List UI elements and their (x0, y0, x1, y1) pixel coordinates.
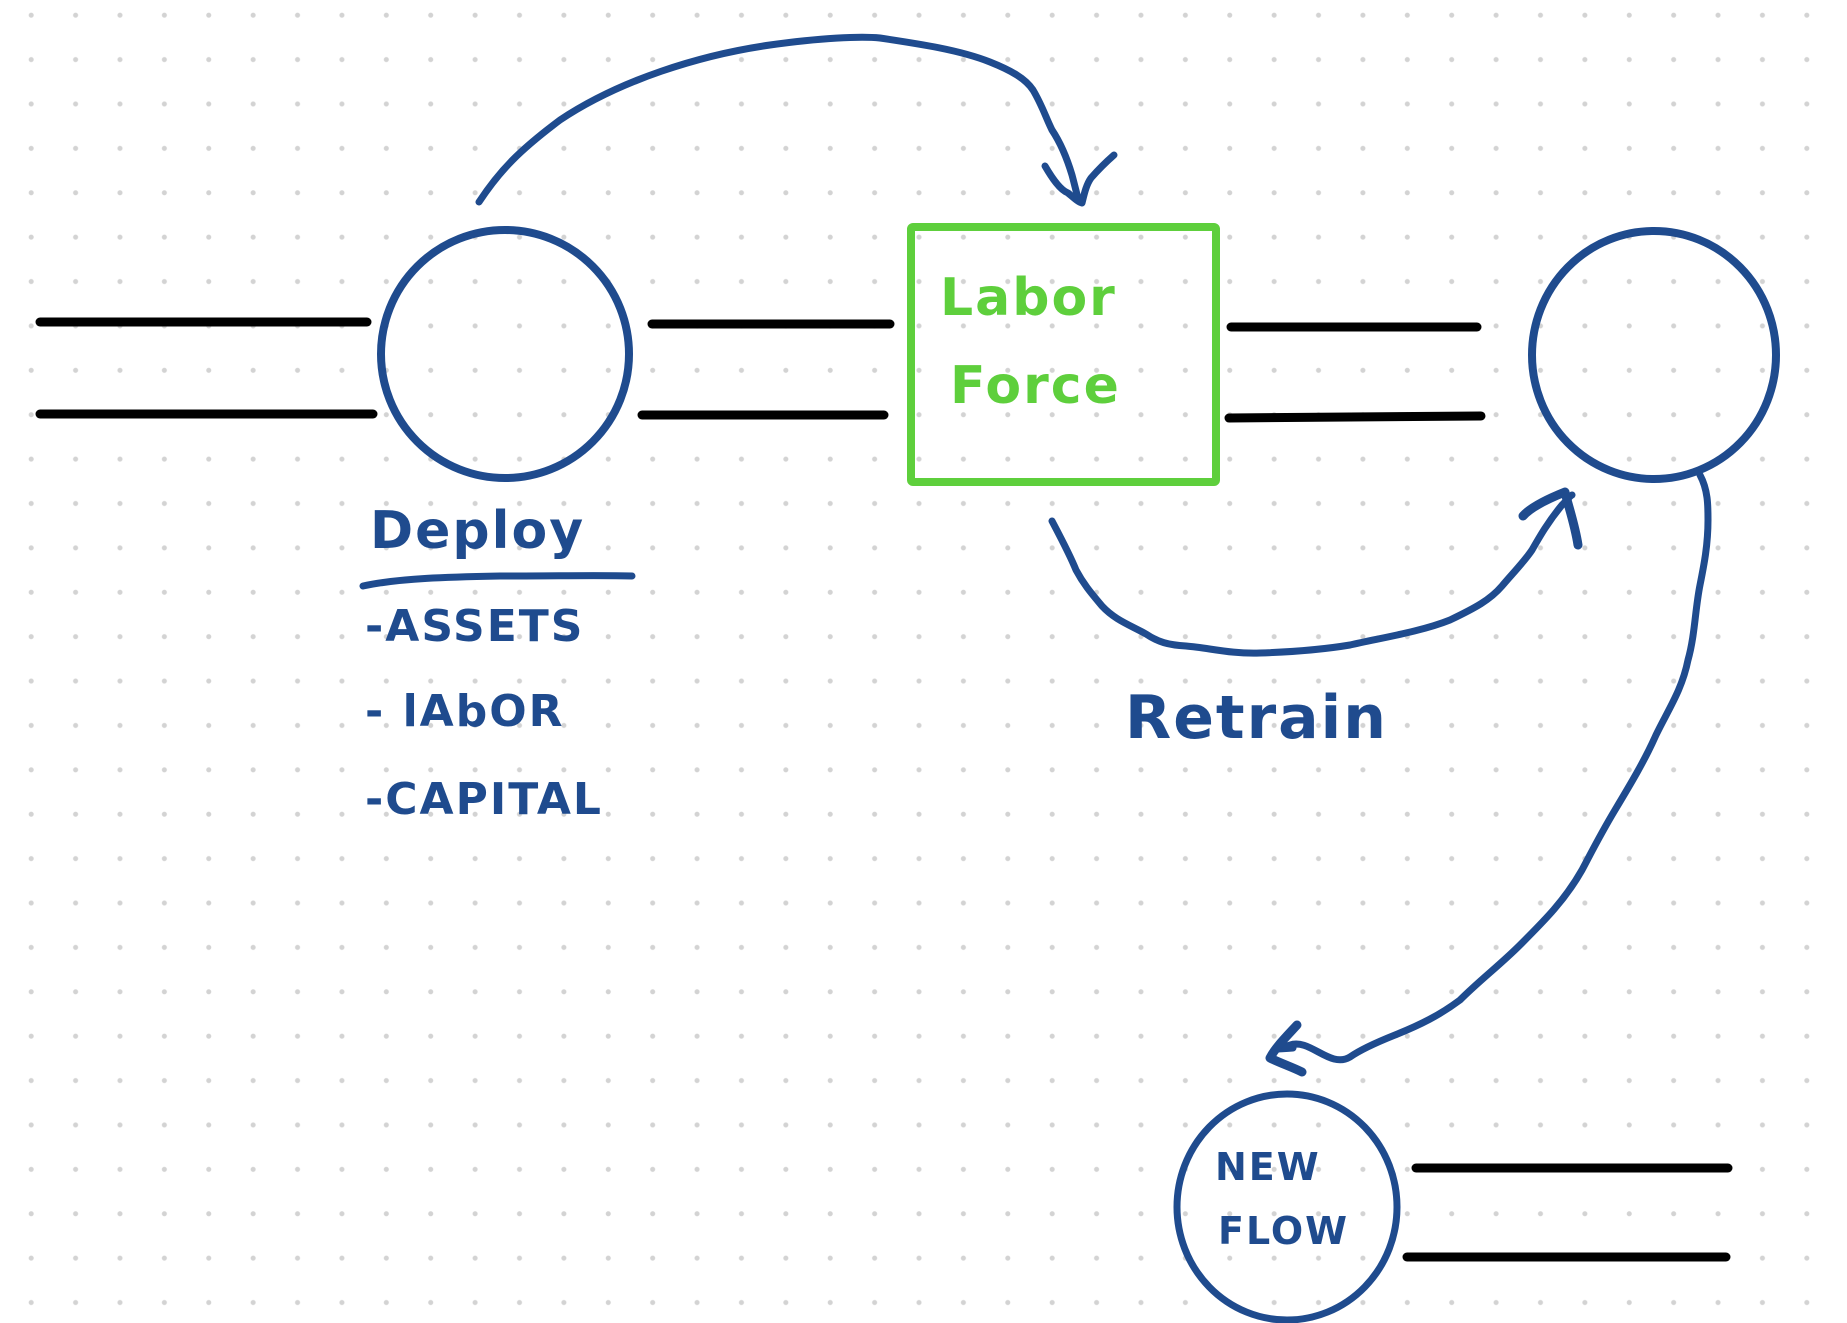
labor-force-box[interactable] (907, 223, 1220, 486)
arrow-head-icon (1518, 487, 1583, 550)
deploy-item-assets: -ASSETS (365, 601, 585, 652)
labor-force-label-line2: Force (950, 356, 1121, 416)
arrow-head-icon (1265, 1020, 1307, 1077)
labor-force-label-line1: Labor (940, 268, 1117, 328)
arrow-shaft (1048, 491, 1576, 657)
flow-line (1224, 411, 1486, 423)
arrow-retrain (1048, 487, 1583, 657)
arrow-shaft (1271, 471, 1712, 1064)
deploy-underline (359, 572, 636, 590)
new-flow-node-circle[interactable] (1173, 1090, 1401, 1323)
new-flow-label-line1: NEW (1215, 1145, 1321, 1189)
arrow-target-to-new-flow (1265, 471, 1712, 1077)
arrow-shaft (475, 33, 1083, 206)
flow-lines-deploy-to-labor (637, 319, 895, 420)
flow-lines-labor-to-target (1224, 322, 1486, 423)
deploy-item-capital: -CAPITAL (365, 774, 603, 825)
retrain-label: Retrain (1125, 683, 1388, 753)
flow-lines-left-in (35, 317, 378, 419)
deploy-node-circle[interactable] (377, 226, 633, 482)
deploy-heading: Deploy (370, 501, 586, 561)
arrow-deploy-to-labor (475, 33, 1118, 207)
flow-lines-new-flow-out (1402, 1163, 1733, 1262)
new-flow-label-line2: FLOW (1218, 1209, 1350, 1253)
target-node-circle[interactable] (1528, 227, 1780, 483)
deploy-item-labor: - lAbOR (365, 686, 565, 737)
arrow-head-icon (1041, 151, 1118, 207)
